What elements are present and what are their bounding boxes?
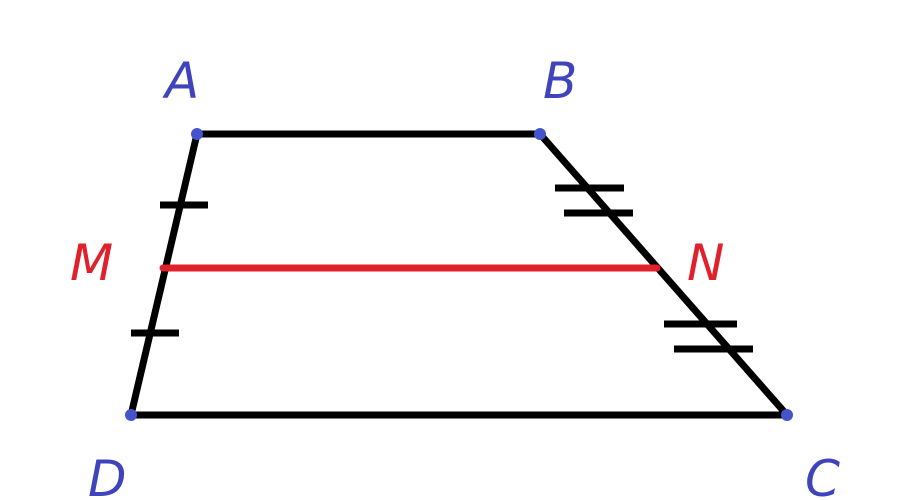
vertex-point-c <box>781 409 793 421</box>
edge-bc <box>536 130 791 419</box>
vertex-label-d: D <box>88 450 127 500</box>
vertex-point-a <box>191 128 203 140</box>
edge-da <box>127 130 201 419</box>
midpoint-label-n: N <box>687 234 724 292</box>
midpoint-label-m: M <box>70 234 113 292</box>
vertex-label-c: C <box>805 450 840 500</box>
vertex-point-b <box>534 128 546 140</box>
vertex-point-d <box>125 409 137 421</box>
vertex-label-a: A <box>162 52 199 110</box>
vertex-label-b: B <box>543 52 577 110</box>
